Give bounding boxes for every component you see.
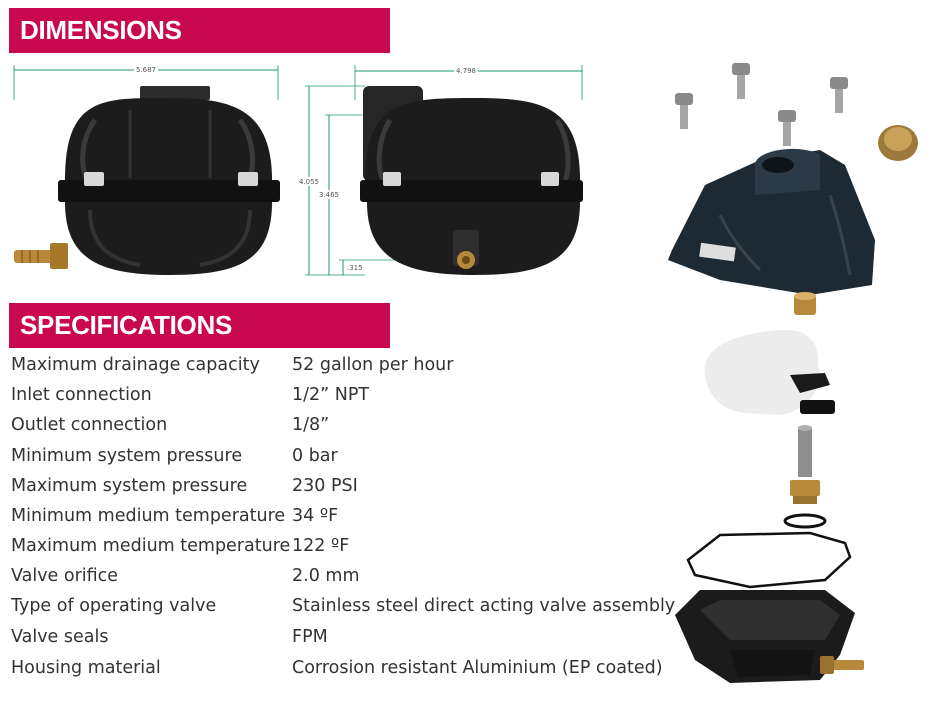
spec-label: Housing material [11, 658, 161, 678]
spec-label: Outlet connection [11, 415, 168, 435]
spec-row: Inlet connection 1/2” NPT [11, 385, 671, 415]
spec-value: 122 ºF [292, 536, 350, 556]
brass-plug-icon [878, 125, 918, 161]
spec-value: Stainless steel direct acting valve asse… [292, 596, 676, 616]
bottom-offset-label: .315 [347, 264, 363, 272]
front-view-drawing: 5.687 [13, 65, 280, 275]
side-view-drawing: 4.798 4.055 3.465 .315 [297, 65, 583, 276]
spec-row: Maximum drainage capacity 52 gallon per … [11, 355, 671, 385]
spec-label: Minimum medium temperature [11, 506, 286, 526]
spec-row: Housing material Corrosion resistant Alu… [11, 658, 671, 688]
spec-value: 0 bar [292, 446, 338, 466]
spec-label: Type of operating valve [11, 596, 217, 616]
gasket-icon [686, 531, 852, 589]
valve-stem-icon [790, 425, 820, 504]
spec-label: Minimum system pressure [11, 446, 243, 466]
exploded-parts-illustration [668, 63, 918, 683]
spec-label: Maximum drainage capacity [11, 355, 260, 375]
side-width-label: 4.798 [456, 67, 476, 75]
spec-row: Type of operating valve Stainless steel … [11, 596, 675, 626]
front-width-label: 5.687 [136, 66, 156, 74]
spec-row: Minimum system pressure 0 bar [11, 446, 671, 476]
spec-row: Maximum medium temperature 122 ºF [11, 536, 671, 566]
spec-label: Valve seals [11, 627, 109, 647]
spec-value: Corrosion resistant Aluminium (EP coated… [292, 658, 663, 678]
housing-bowl-icon [675, 590, 855, 683]
spec-value: FPM [292, 627, 328, 647]
spec-row: Valve seals FPM [11, 627, 671, 657]
screw-icon [830, 77, 848, 113]
spec-value: 230 PSI [292, 476, 358, 496]
float-icon [704, 329, 835, 415]
spec-row: Outlet connection 1/8” [11, 415, 671, 445]
spec-value: 2.0 mm [292, 566, 360, 586]
spec-row: Minimum medium temperature 34 ºF [11, 506, 671, 536]
spec-value: 1/2” NPT [292, 385, 370, 405]
housing-cover-icon [668, 148, 875, 295]
screw-icon [675, 93, 693, 129]
spec-value: 34 ºF [292, 506, 339, 526]
overall-height-label: 4.055 [299, 178, 319, 186]
spec-label: Maximum medium temperature [11, 536, 291, 556]
outlet-fitting-icon [820, 656, 864, 674]
spec-row: Maximum system pressure 230 PSI [11, 476, 671, 506]
screw-icon [778, 110, 796, 146]
spec-value: 52 gallon per hour [292, 355, 454, 375]
valve-seat-icon [794, 292, 816, 315]
spec-value: 1/8” [292, 415, 330, 435]
o-ring-icon [783, 513, 827, 529]
spec-label: Valve orifice [11, 566, 119, 586]
dimensions-heading: DIMENSIONS [9, 8, 390, 53]
screw-icon [732, 63, 750, 99]
spec-label: Maximum system pressure [11, 476, 248, 496]
spec-label: Inlet connection [11, 385, 152, 405]
body-height-label: 3.465 [319, 191, 339, 199]
spec-row: Valve orifice 2.0 mm [11, 566, 671, 596]
specifications-heading: SPECIFICATIONS [9, 303, 390, 348]
